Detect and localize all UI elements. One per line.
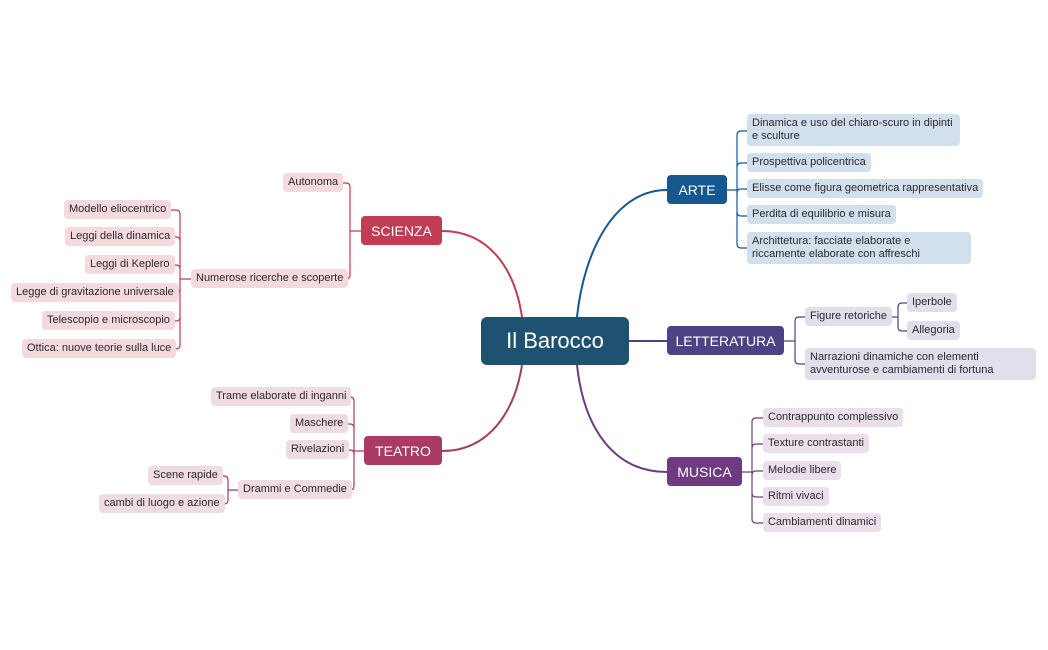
musica-item-texture[interactable]: Texture contrastanti [763,434,869,453]
scienza-dinamica[interactable]: Leggi della dinamica [65,227,176,246]
scienza-autonoma[interactable]: Autonoma [283,173,344,192]
scienza-connector-edge-0 [339,182,351,188]
musica-connector-edge-0 [751,417,764,423]
drammi-connector-edge-0 [217,475,229,481]
scienza-ricerche[interactable]: Numerose ricerche e scoperte [191,269,349,288]
scienza-keplero[interactable]: Leggi di Keplero [85,255,175,274]
topic-arte[interactable]: ARTE [667,175,727,204]
topic-musica[interactable]: MUSICA [667,457,742,486]
teatro-scene-rapide[interactable]: Scene rapide [148,466,223,485]
musica-connector-edge-2 [751,470,764,476]
arte-connector-edge-4 [736,243,748,249]
scienza-telescopio[interactable]: Telescopio e microscopio [42,311,175,330]
branch-line-musica [576,364,668,473]
teatro-rivelazioni[interactable]: Rivelazioni [286,440,350,459]
ricerche-connector-edge-4 [170,316,181,322]
teatro-cambi-luogo[interactable]: cambi di luogo e azione [99,494,225,513]
arte-connector-edge-3 [736,211,748,217]
arte-connector-edge-0 [736,130,748,136]
letteratura-connector-edge-1 [794,359,806,365]
teatro-maschere[interactable]: Maschere [290,414,349,433]
branch-line-arte [576,189,668,318]
letteratura-iperbole[interactable]: Iperbole [907,293,957,312]
letteratura-allegoria[interactable]: Allegoria [907,321,960,340]
teatro-connector-edge-1 [342,423,355,429]
arte-item-chiaroscuro[interactable]: Dinamica e uso del chiaro-scuro in dipin… [747,114,960,146]
arte-item-equilibrio[interactable]: Perdita di equilibrio e misura [747,205,896,224]
musica-item-ritmi[interactable]: Ritmi vivaci [763,487,829,506]
musica-connector-edge-3 [751,492,764,498]
musica-item-cambiamenti[interactable]: Cambiamenti dinamici [763,513,882,532]
teatro-drammi[interactable]: Drammi e Commedie [238,480,352,499]
figure-connector-edge-0 [897,302,908,308]
arte-item-elisse[interactable]: Elisse come figura geometrica rappresent… [747,179,984,198]
teatro-connector-edge-2 [342,449,355,455]
musica-connector-edge-1 [751,443,764,449]
scienza-ottica[interactable]: Ottica: nuove teorie sulla luce [22,339,177,358]
scienza-eliocentrico[interactable]: Modello eliocentrico [64,200,172,219]
letteratura-connector-edge-0 [794,316,806,322]
arte-connector-edge-1 [736,162,748,168]
musica-connector-edge-4 [751,518,764,524]
musica-item-melodie[interactable]: Melodie libere [763,461,842,480]
arte-item-prospettiva[interactable]: Prospettiva policentrica [747,153,871,172]
arte-connector-edge-2 [736,188,748,194]
scienza-gravitazione[interactable]: Legge di gravitazione universale [11,283,179,302]
arte-item-architettura[interactable]: Archittetura: facciate elaborate e ricca… [747,232,971,264]
ricerche-connector-edge-2 [170,264,181,270]
central-topic[interactable]: Il Barocco [481,317,629,365]
letteratura-narrazioni[interactable]: Narrazioni dinamiche con elementi avvent… [805,348,1036,380]
figure-connector-edge-1 [897,326,908,332]
branch-line-teatro [441,364,523,452]
topic-teatro[interactable]: TEATRO [364,436,442,465]
musica-item-contrappunto[interactable]: Contrappunto complessivo [763,408,904,427]
letteratura-figure-retoriche[interactable]: Figure retoriche [805,307,893,326]
topic-letteratura[interactable]: LETTERATURA [667,326,784,355]
ricerche-connector-edge-1 [170,236,181,242]
ricerche-connector-edge-0 [170,209,181,215]
branch-line-scienza [441,230,523,318]
topic-scienza[interactable]: SCIENZA [361,216,442,245]
teatro-trame[interactable]: Trame elaborate di inganni [211,387,352,406]
